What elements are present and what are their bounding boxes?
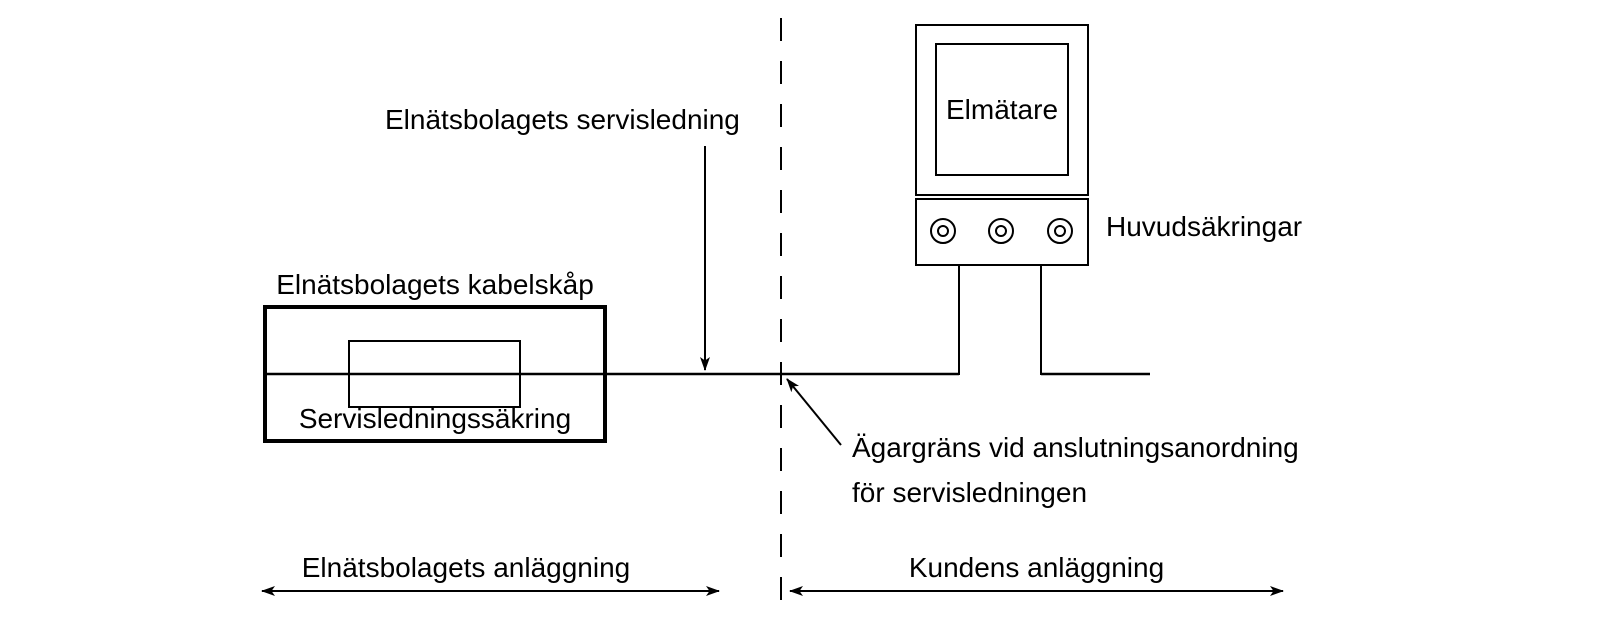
fuse-icon (930, 218, 956, 244)
main-fuses-label: Huvudsäkringar (1106, 211, 1303, 242)
fuse-inner-circle (937, 225, 949, 237)
ownership-boundary-label: Ägargräns vid anslutningsanordning för s… (852, 425, 1299, 515)
meter-cabinet-box (915, 24, 1089, 196)
ownership-boundary-label-line2: för servisledningen (852, 477, 1088, 508)
fuse-inner-circle (1054, 225, 1066, 237)
meter-label: Elmätare (945, 93, 1059, 125)
ownership-boundary-label-line1: Ägargräns vid anslutningsanordning (852, 432, 1299, 463)
ownership-pointer-arrow (786, 378, 842, 446)
service-fuse-box (348, 340, 521, 408)
service-fuse-label: Servisledningssäkring (298, 403, 572, 434)
service-line-label: Elnätsbolagets servisledning (385, 104, 740, 135)
fuse-inner-circle (995, 225, 1007, 237)
meter-display-box: Elmätare (935, 43, 1069, 176)
grid-company-zone-label: Elnätsbolagets anläggning (301, 552, 631, 583)
customer-zone-label: Kundens anläggning (908, 552, 1165, 583)
cable-cabinet-label: Elnätsbolagets kabelskåp (276, 269, 594, 300)
fuse-icon (988, 218, 1014, 244)
fuse-icon (1047, 218, 1073, 244)
main-fuse-box (915, 198, 1089, 266)
